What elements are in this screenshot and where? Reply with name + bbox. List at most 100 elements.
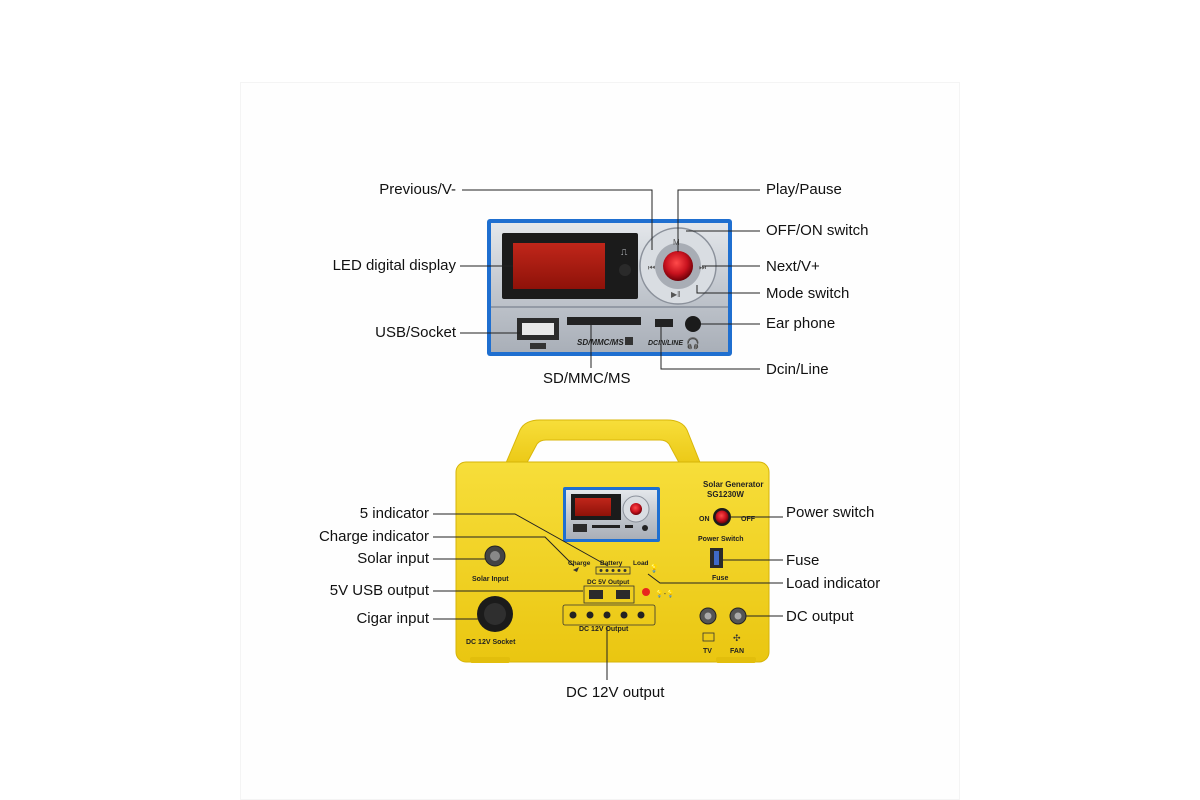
earphone-jack xyxy=(685,316,701,332)
dc12v-port-3 xyxy=(603,611,611,619)
fuse-blade xyxy=(714,551,719,565)
label-off-on-switch: OFF/ON switch xyxy=(766,222,869,239)
image-panel xyxy=(240,82,960,800)
label-cigar-input: Cigar input xyxy=(356,610,429,627)
dc12v-port-4 xyxy=(620,611,628,619)
label-power-switch: Power switch xyxy=(786,504,875,521)
mini-red-button xyxy=(630,503,642,515)
play-mark-icon: ▶‖ xyxy=(671,290,680,299)
mode-mark-icon: M xyxy=(673,238,680,247)
solar-generator: Solar Generator SG1230W ON OFF Power Swi… xyxy=(455,419,770,663)
gen-tv: TV xyxy=(703,648,712,655)
label-dc12v-output: DC 12V output xyxy=(566,684,665,701)
dc12v-port-1 xyxy=(569,611,577,619)
dc12v-port-5 xyxy=(637,611,645,619)
leader-load xyxy=(647,573,783,584)
bulb-row-icon: 💡-💡 xyxy=(655,589,675,598)
leader-dcin xyxy=(660,327,760,370)
next-mark-icon: ⏭ xyxy=(699,263,706,272)
usb-output-box xyxy=(583,585,635,604)
battery-led-1 xyxy=(599,569,603,572)
battery-led-4 xyxy=(617,569,621,572)
mini-jack xyxy=(642,525,648,531)
sd-print: SD/MMC/MS xyxy=(577,338,624,347)
usb-output-2 xyxy=(616,590,630,599)
led-display-screen xyxy=(513,243,605,289)
load-bulb-icon: 💡 xyxy=(649,563,659,573)
sd-card-slot xyxy=(567,317,641,325)
sd-card-icon xyxy=(625,337,633,345)
mp3-module: ⎍ M ⏮ ⏭ ▶‖ SD/MMC/MS DCIN/LINE 🎧 xyxy=(487,219,732,356)
power-switch-button xyxy=(715,510,729,524)
battery-led-2 xyxy=(605,569,609,572)
gen-dc12v-socket: DC 12V Socket xyxy=(466,639,516,646)
dc12v-port-2 xyxy=(586,611,594,619)
label-next: Next/V+ xyxy=(766,258,820,275)
headphone-icon: 🎧 xyxy=(686,337,700,350)
leader-charge xyxy=(433,536,575,567)
load-red-led xyxy=(642,588,650,596)
label-sd-mmc-ms: SD/MMC/MS xyxy=(543,370,631,387)
dcin-port xyxy=(655,319,673,327)
gen-power-switch: Power Switch xyxy=(698,536,744,543)
label-dc-output: DC output xyxy=(786,608,854,625)
usb-socket-tongue xyxy=(522,323,554,335)
gen-fan: FAN xyxy=(730,648,744,655)
label-dcin-line: Dcin/Line xyxy=(766,361,829,378)
leader-5-indicator xyxy=(433,513,609,567)
prev-mark-icon: ⏮ xyxy=(648,263,655,272)
gen-title: Solar Generator xyxy=(703,480,763,489)
mini-usb xyxy=(573,524,587,532)
leader-previous xyxy=(462,189,653,250)
mini-sd xyxy=(592,525,620,528)
generator-leader-lines xyxy=(433,513,783,680)
cigar-socket-inner xyxy=(484,603,506,625)
module-leader-lines xyxy=(460,189,760,370)
dcin-print: DCIN/LINE xyxy=(648,340,683,347)
gen-fuse: Fuse xyxy=(712,575,728,582)
gen-model: SG1230W xyxy=(707,490,744,499)
ir-sensor xyxy=(619,264,631,276)
foot-left xyxy=(470,657,510,663)
usb-symbol-icon xyxy=(530,343,546,349)
label-charge-indicator: Charge indicator xyxy=(318,528,429,545)
label-ear-phone: Ear phone xyxy=(766,315,836,332)
power-button-red xyxy=(663,251,693,281)
battery-led-3 xyxy=(611,569,615,572)
mini-led-screen xyxy=(575,498,611,516)
fan-icon: ✣ xyxy=(733,633,741,643)
gen-dc12v-output: DC 12V Output xyxy=(579,626,629,633)
mini-dcin xyxy=(625,525,633,528)
generator-body xyxy=(455,461,770,663)
tv-icon xyxy=(702,632,715,642)
leader-mode xyxy=(696,285,760,294)
label-led-display: LED digital display xyxy=(332,257,456,274)
fan-output-core xyxy=(734,612,742,620)
leader-play xyxy=(677,189,760,252)
label-fuse: Fuse xyxy=(786,552,820,569)
foot-right xyxy=(716,657,756,663)
gen-dc5v: DC 5V Output xyxy=(587,579,630,586)
label-usb-socket: USB/Socket xyxy=(375,324,456,341)
label-play-pause: Play/Pause xyxy=(766,181,842,198)
solar-input-core xyxy=(490,551,500,561)
label-solar-input: Solar input xyxy=(357,550,429,567)
label-5-indicator: 5 indicator xyxy=(359,505,429,522)
label-mode-switch: Mode switch xyxy=(766,285,850,302)
charge-symbol-icon xyxy=(573,567,579,572)
gen-on: ON xyxy=(699,516,710,523)
ir-glyph-icon: ⎍ xyxy=(621,247,628,257)
gen-charge: Charge xyxy=(568,560,591,567)
gen-battery: Battery xyxy=(600,560,623,567)
usb-output-1 xyxy=(589,590,603,599)
battery-led-strip xyxy=(595,566,631,575)
gen-load: Load xyxy=(633,560,649,567)
gen-off: OFF xyxy=(741,516,756,523)
gen-solar-input: Solar Input xyxy=(472,576,509,583)
label-previous: Previous/V- xyxy=(379,181,456,198)
dc12v-output-box xyxy=(562,604,656,626)
tv-output-core xyxy=(704,612,712,620)
label-usb-output: 5V USB output xyxy=(329,582,429,599)
